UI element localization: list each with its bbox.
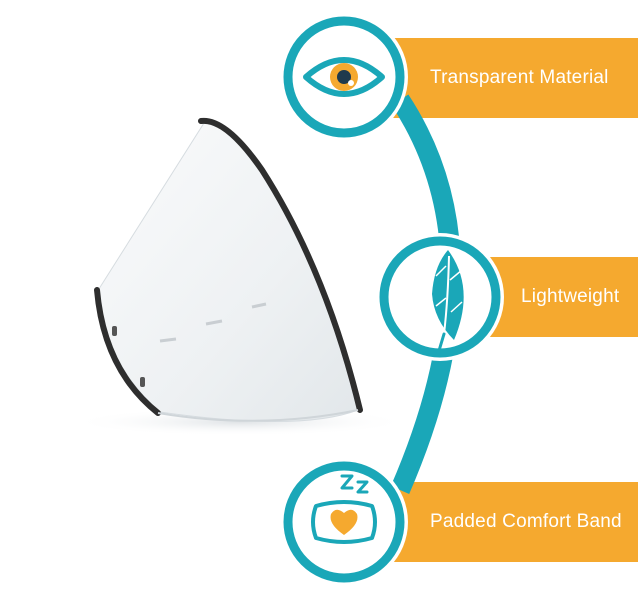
cone-slot	[112, 326, 117, 336]
feature-bar-2	[480, 257, 638, 337]
cone-strap-dash	[205, 319, 223, 326]
sleep-z-icon	[340, 474, 369, 494]
cone-slot	[140, 377, 145, 387]
feature-circle-1	[280, 13, 408, 141]
cone-strap-dash	[251, 302, 267, 309]
eye-icon	[303, 57, 385, 97]
pillow-heart-icon	[311, 474, 377, 544]
feature-label-padded-comfort-band: Padded Comfort Band	[430, 511, 622, 532]
feature-label-lightweight: Lightweight	[521, 286, 620, 307]
feature-bar-3	[390, 482, 638, 562]
feather-icon	[432, 250, 464, 356]
cone-body	[96, 122, 359, 423]
cone-collar-icon	[70, 117, 410, 436]
cone-bottom-edge	[157, 409, 359, 422]
feature-circle-3	[280, 458, 408, 586]
feature-label-transparent-material: Transparent Material	[430, 67, 609, 88]
cone-outer-rim	[198, 117, 363, 413]
cone-inner-rim	[94, 287, 161, 416]
cone-strap-dash	[159, 337, 177, 343]
feature-circle-2	[376, 233, 504, 361]
feature-bar-1	[390, 38, 638, 118]
